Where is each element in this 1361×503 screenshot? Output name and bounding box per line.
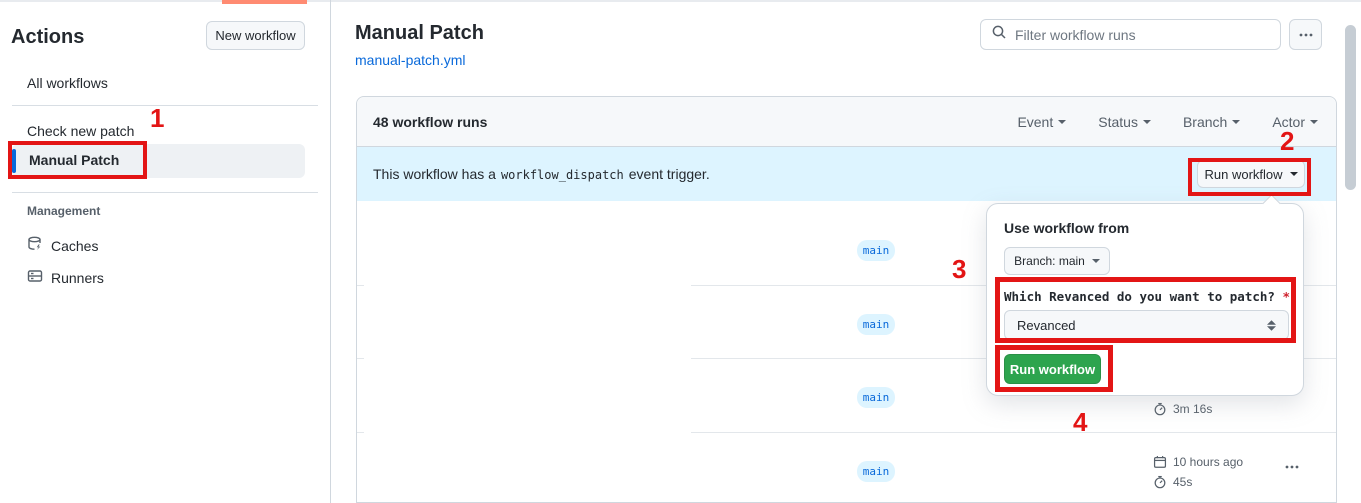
workflow-file-link[interactable]: manual-patch.yml — [355, 52, 466, 68]
page-title: Manual Patch — [355, 22, 484, 44]
workflow-dispatch-code: workflow_dispatch — [500, 168, 624, 182]
annotation-number-2: 2 — [1280, 126, 1295, 156]
kebab-icon — [1285, 465, 1299, 469]
cache-icon — [27, 236, 43, 255]
run-row-kebab-button[interactable] — [1277, 457, 1307, 477]
run-started-time: 10 hours ago — [1153, 455, 1243, 469]
annotation-number-3: 3 — [952, 254, 967, 284]
filter-workflow-runs-box — [980, 19, 1281, 50]
row-separator — [357, 358, 364, 359]
chevron-down-icon — [1091, 259, 1100, 263]
new-workflow-button[interactable]: New workflow — [206, 21, 305, 50]
required-asterisk: * — [1282, 289, 1290, 304]
annotation-number-1: 1 — [150, 103, 165, 133]
sidebar-divider — [12, 105, 318, 106]
sidebar-item-runners[interactable]: Runners — [27, 268, 104, 287]
runs-filters: Event Status Branch Actor — [1017, 97, 1318, 147]
sidebar-title: Actions — [11, 26, 85, 48]
active-indicator — [12, 149, 16, 173]
run-workflow-dropdown-button[interactable]: Run workflow — [1197, 160, 1305, 188]
run-workflow-popup: Use workflow from Branch: main Which Rev… — [986, 194, 1304, 396]
run-duration: 45s — [1153, 475, 1192, 489]
annotation-number-4: 4 — [1073, 407, 1088, 437]
calendar-icon — [1153, 456, 1167, 468]
sidebar-divider — [12, 192, 318, 193]
chevron-down-icon — [1142, 120, 1151, 124]
popup-title: Use workflow from — [1004, 220, 1130, 236]
select-updown-icon — [1267, 319, 1276, 331]
sidebar-item-manual-patch-label: Manual Patch — [29, 152, 120, 168]
row-separator — [691, 432, 1336, 433]
run-workflow-submit-button[interactable]: Run workflow — [1004, 354, 1101, 384]
management-section-label: Management — [27, 204, 101, 218]
sidebar-item-caches-label: Caches — [51, 237, 99, 254]
branch-badge[interactable]: main — [857, 387, 895, 408]
chevron-down-icon — [1289, 172, 1298, 176]
sidebar-item-manual-patch[interactable] — [12, 144, 305, 178]
branch-badge[interactable]: main — [857, 314, 895, 335]
stopwatch-icon — [1154, 475, 1166, 489]
filter-workflow-runs-input[interactable] — [1015, 26, 1270, 43]
scrollbar-thumb[interactable] — [1345, 25, 1356, 190]
chevron-down-icon — [1058, 120, 1067, 124]
revanced-select[interactable]: Revanced — [1004, 310, 1289, 340]
workflow-dispatch-banner: This workflow has a workflow_dispatch ev… — [357, 147, 1336, 201]
revanced-select-value: Revanced — [1017, 317, 1076, 333]
row-separator — [357, 285, 364, 286]
actor-filter-dropdown[interactable]: Actor — [1272, 114, 1318, 130]
search-icon — [991, 24, 1007, 45]
status-filter-dropdown[interactable]: Status — [1098, 114, 1151, 130]
workflow-input-label: Which Revanced do you want to patch? * — [1004, 289, 1290, 304]
branch-badge[interactable]: main — [857, 461, 895, 482]
runs-count: 48 workflow runs — [373, 113, 488, 130]
banner-text: This workflow has a workflow_dispatch ev… — [373, 166, 710, 182]
runs-card-header: 48 workflow runs Event Status Branch Act… — [357, 97, 1336, 147]
stopwatch-icon — [1154, 402, 1166, 416]
chevron-down-icon — [1232, 120, 1241, 124]
server-icon — [27, 268, 43, 287]
branch-selector-button[interactable]: Branch: main — [1004, 247, 1110, 275]
kebab-icon — [1299, 33, 1312, 36]
page-kebab-button[interactable] — [1289, 19, 1322, 50]
sidebar-item-caches[interactable]: Caches — [27, 236, 98, 255]
sidebar-border — [330, 0, 331, 503]
sidebar-item-check-new-patch[interactable]: Check new patch — [27, 123, 135, 139]
branch-filter-dropdown[interactable]: Branch — [1183, 114, 1241, 130]
event-filter-dropdown[interactable]: Event — [1017, 114, 1067, 130]
sidebar-item-all-workflows[interactable]: All workflows — [27, 75, 108, 91]
orange-marker-bar — [222, 0, 307, 4]
row-separator — [357, 432, 364, 433]
top-border — [0, 0, 1361, 2]
sidebar-item-runners-label: Runners — [51, 269, 104, 286]
chevron-down-icon — [1310, 120, 1318, 124]
branch-badge[interactable]: main — [857, 240, 895, 261]
run-duration: 3m 16s — [1153, 402, 1212, 416]
